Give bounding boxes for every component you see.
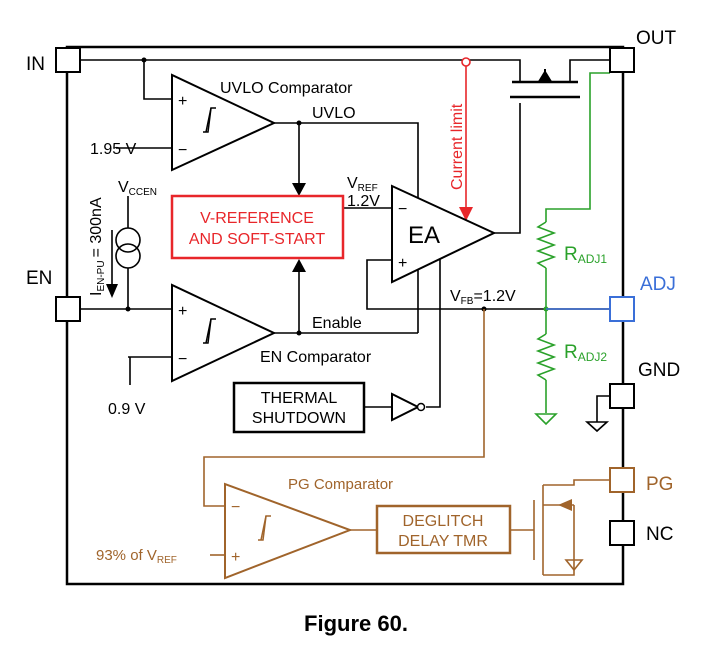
uvlo-minus: − xyxy=(178,142,187,159)
pin-out-label: OUT xyxy=(636,28,677,49)
vref-block-line2: AND SOFT-START xyxy=(189,231,326,248)
vref-label: VREF xyxy=(347,175,378,194)
pg-minus: − xyxy=(231,499,240,516)
pin-squares xyxy=(55,47,635,546)
adj-resistor-network xyxy=(534,72,610,426)
pg-comparator xyxy=(224,482,353,580)
en-threshold-label: 0.9 V xyxy=(108,401,146,418)
pin-pg-label: PG xyxy=(646,474,673,495)
pin-gnd-label: GND xyxy=(638,360,680,381)
ea-plus: + xyxy=(398,255,407,272)
vref-value: 1.2V xyxy=(347,193,380,210)
vccen-label: VCCEN xyxy=(118,179,157,198)
uvlo-comparator xyxy=(171,73,277,172)
uvlo-plus: + xyxy=(178,93,187,110)
current-source xyxy=(106,196,141,298)
en-pullup-current-label: IEN-PU= 300nA xyxy=(88,197,107,296)
figure-caption: Figure 60. xyxy=(304,611,408,636)
adj-pin-square xyxy=(609,296,635,322)
pg-plus: + xyxy=(231,549,240,566)
ea-minus: − xyxy=(398,201,407,218)
deglitch-delay-block xyxy=(375,504,512,555)
deglitch-line2: DELAY TMR xyxy=(398,533,488,550)
pg-pin-square xyxy=(609,467,635,493)
pin-in-label: IN xyxy=(26,54,45,75)
thermal-line2: SHUTDOWN xyxy=(252,410,346,427)
thermal-line1: THERMAL xyxy=(261,390,338,407)
pg-ref-label: 93% of VREF xyxy=(96,547,177,566)
enable-label: Enable xyxy=(312,315,362,332)
current-limit-arrow xyxy=(459,207,473,221)
thermal-shutdown-block xyxy=(232,381,366,434)
pg-comparator-title: PG Comparator xyxy=(288,476,393,493)
pin-nc-label: NC xyxy=(646,524,673,545)
inverter-symbol xyxy=(391,392,426,422)
vref-softstart-block xyxy=(170,194,345,260)
current-limit-label: Current limit xyxy=(449,103,466,190)
pass-transistor xyxy=(510,69,580,99)
en-minus: − xyxy=(178,351,187,368)
uvlo-output-label: UVLO xyxy=(312,105,356,122)
vfb-label: VFB=1.2V xyxy=(450,288,516,307)
deglitch-line1: DEGLITCH xyxy=(403,513,484,530)
vref-block-line1: V-REFERENCE xyxy=(200,210,314,227)
radj1-label: RADJ1 xyxy=(564,244,607,266)
pin-en-label: EN xyxy=(26,268,52,289)
error-amplifier xyxy=(391,184,497,284)
uvlo-comparator-title: UVLO Comparator xyxy=(220,80,353,97)
ea-label: EA xyxy=(408,222,440,249)
radj2-label: RADJ2 xyxy=(564,342,607,364)
enable-to-vref-arrow xyxy=(292,259,306,272)
en-comparator-title: EN Comparator xyxy=(260,349,372,366)
en-comparator xyxy=(171,283,277,383)
uvlo-threshold-label: 1.95 V xyxy=(90,141,137,158)
pin-adj-label: ADJ xyxy=(640,274,676,295)
pg-wiring xyxy=(203,309,610,576)
en-plus: + xyxy=(178,303,187,320)
uvlo-to-vref-arrow xyxy=(292,183,306,196)
hysteresis-icons xyxy=(203,107,216,344)
